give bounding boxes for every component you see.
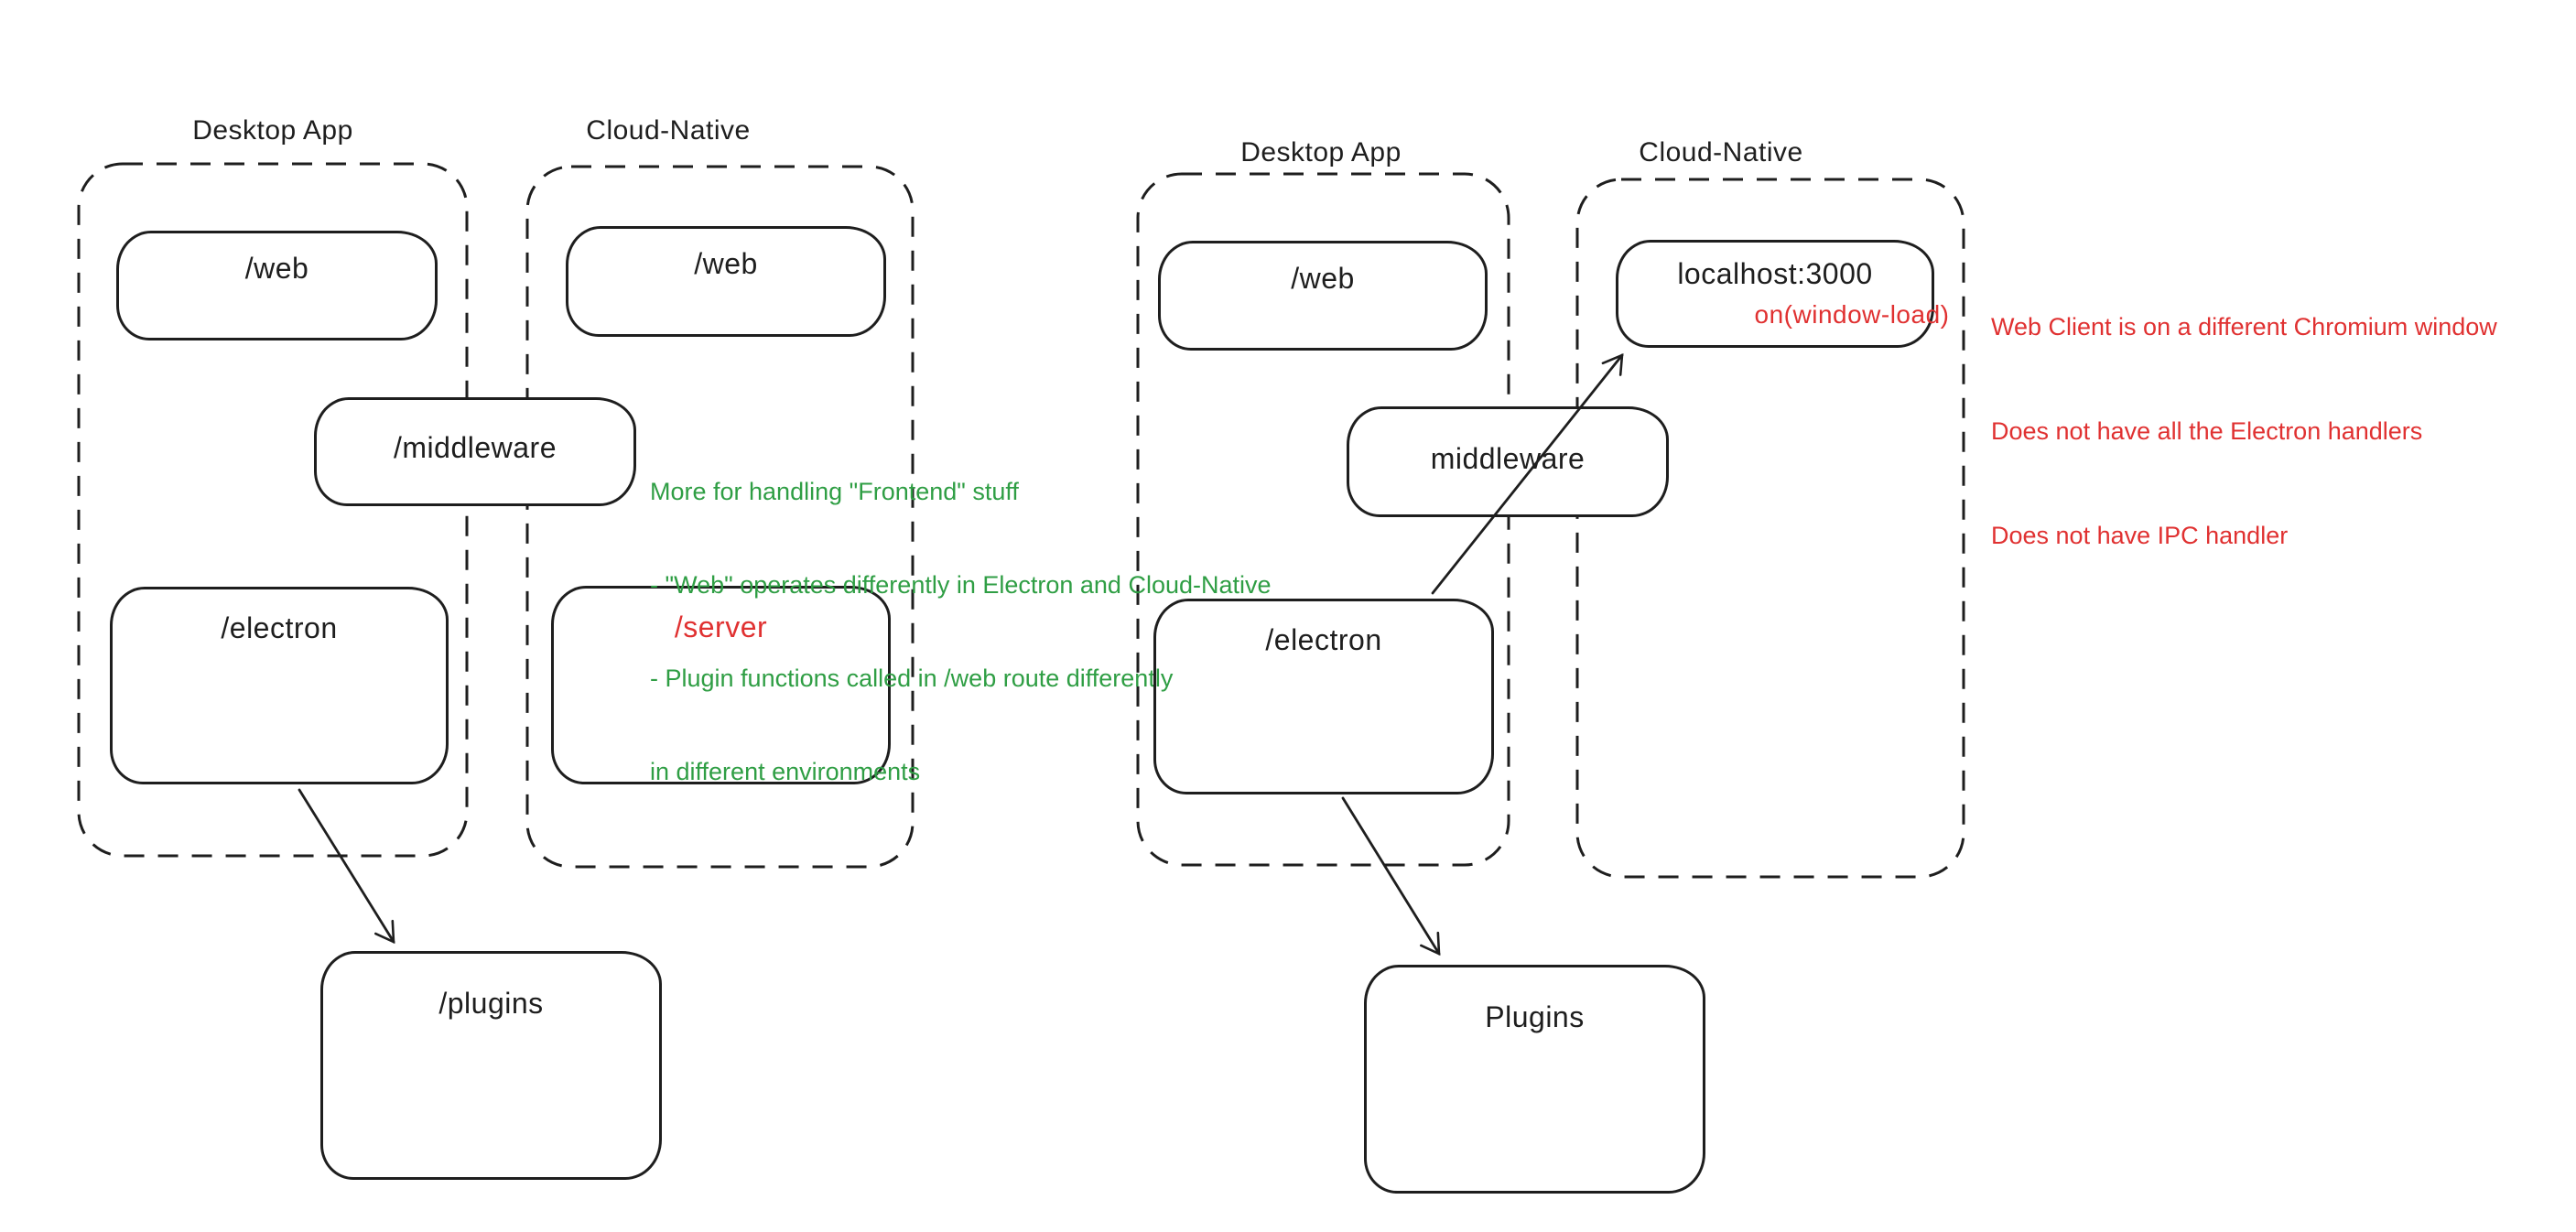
red-note-line: Web Client is on a different Chromium wi… — [1991, 313, 2497, 340]
left-web-cloud-label: /web — [694, 247, 758, 280]
green-note-line: in different environments — [650, 758, 921, 785]
right-plugins-label: Plugins — [1485, 1000, 1585, 1033]
left-plugins-box[interactable]: /plugins — [320, 951, 662, 1180]
right-desktop-app-title[interactable]: Desktop App — [1240, 137, 1402, 168]
green-note-line: More for handling "Frontend" stuff — [650, 478, 1019, 505]
green-note-line: - Plugin functions called in /web route … — [650, 665, 1174, 692]
right-localhost-event-label: on(window-load) — [1754, 300, 1950, 329]
left-web-desktop-label: /web — [244, 252, 309, 285]
left-web-cloud-box[interactable]: /web — [566, 226, 886, 337]
right-localhost-box[interactable]: localhost:3000 on(window-load) — [1616, 240, 1949, 348]
left-web-desktop-box[interactable]: /web — [116, 231, 438, 340]
right-electron-label: /electron — [1265, 623, 1382, 656]
arrow-electron-to-plugins-left[interactable] — [298, 788, 395, 945]
right-web-label: /web — [1291, 262, 1355, 295]
right-web-box[interactable]: /web — [1158, 241, 1488, 351]
left-middleware-box[interactable]: /middleware — [314, 397, 636, 506]
right-middleware-box[interactable]: middleware — [1347, 406, 1669, 517]
arrow-electron-to-plugins-right[interactable] — [1341, 796, 1441, 956]
green-note-line: - "Web" operates differently in Electron… — [650, 571, 1272, 599]
left-cloud-native-title[interactable]: Cloud-Native — [586, 115, 751, 146]
red-note[interactable]: Web Client is on a different Chromium wi… — [1991, 240, 2497, 622]
right-cloud-native-title[interactable]: Cloud-Native — [1639, 137, 1803, 168]
red-note-line: Does not have IPC handler — [1991, 522, 2289, 549]
right-electron-box[interactable]: /electron — [1153, 599, 1494, 794]
left-middleware-label: /middleware — [393, 431, 557, 464]
left-server-label: /server — [674, 611, 768, 643]
right-middleware-label: middleware — [1430, 442, 1586, 475]
left-electron-box[interactable]: /electron — [110, 587, 449, 784]
left-desktop-app-title[interactable]: Desktop App — [192, 115, 353, 146]
left-server-box[interactable]: /server — [551, 586, 891, 784]
right-plugins-box[interactable]: Plugins — [1364, 965, 1705, 1194]
red-note-line: Does not have all the Electron handlers — [1991, 417, 2423, 445]
green-note[interactable]: More for handling "Frontend" stuff - "We… — [650, 414, 1272, 849]
left-plugins-label: /plugins — [438, 987, 544, 1020]
left-electron-label: /electron — [221, 611, 338, 644]
right-localhost-label: localhost:3000 — [1677, 257, 1873, 290]
